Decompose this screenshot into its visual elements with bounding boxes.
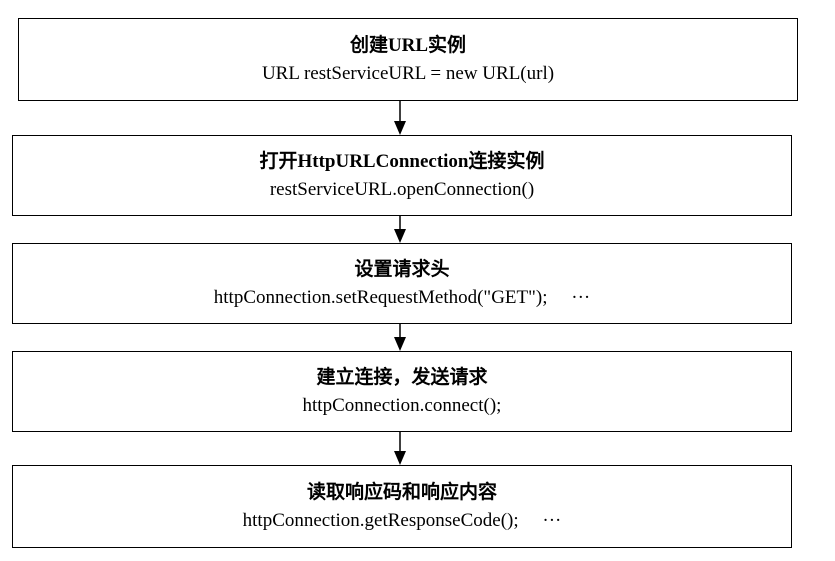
step-code: URL restServiceURL = new URL(url) <box>261 62 555 84</box>
flow-arrow <box>394 216 406 243</box>
step-title: 打开HttpURLConnection连接实例 <box>259 150 545 172</box>
step-set-request-headers: 设置请求头 httpConnection.setRequestMethod("G… <box>12 243 792 324</box>
step-create-url: 创建URL实例 URL restServiceURL = new URL(url… <box>18 18 798 101</box>
step-code: httpConnection.connect(); <box>302 394 502 416</box>
flow-arrow <box>394 101 406 135</box>
step-code: restServiceURL.openConnection() <box>269 178 535 200</box>
step-code: httpConnection.getResponseCode(); ··· <box>242 509 562 531</box>
step-connect-send-request: 建立连接，发送请求 httpConnection.connect(); <box>12 351 792 432</box>
step-title: 创建URL实例 <box>349 34 467 56</box>
step-open-connection: 打开HttpURLConnection连接实例 restServiceURL.o… <box>12 135 792 216</box>
step-title: 读取响应码和响应内容 <box>306 481 497 503</box>
step-read-response: 读取响应码和响应内容 httpConnection.getResponseCod… <box>12 465 792 548</box>
step-code: httpConnection.setRequestMethod("GET"); … <box>213 286 591 308</box>
flow-arrow <box>394 324 406 351</box>
step-title: 建立连接，发送请求 <box>316 366 488 388</box>
flow-arrow <box>394 432 406 465</box>
step-title: 设置请求头 <box>354 258 450 280</box>
